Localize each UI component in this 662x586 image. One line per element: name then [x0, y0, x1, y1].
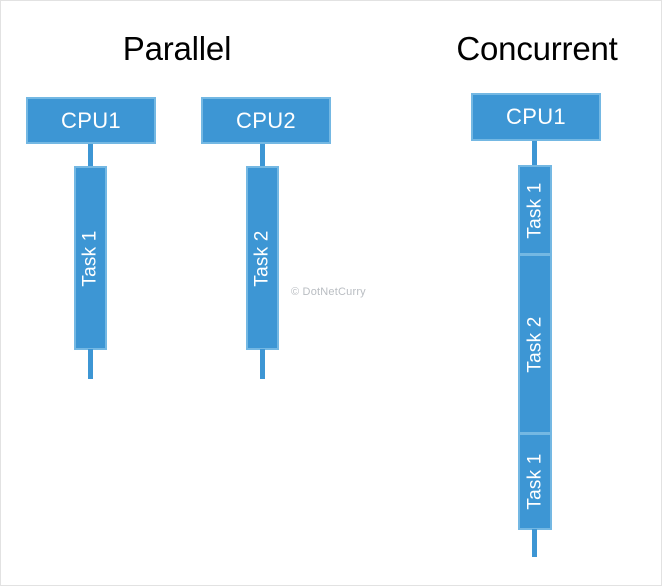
cpu-box-parallel-2: CPU2 [201, 97, 331, 144]
task-bar-concurrent-segment-3: Task 1 [518, 433, 552, 530]
task-label-parallel-1-task-1: Task 1 [80, 229, 101, 287]
task-bar-concurrent-segment-2: Task 2 [518, 254, 552, 434]
connector-parallel-1-bottom [88, 349, 93, 379]
cpu-label-parallel-1: CPU1 [61, 107, 121, 133]
task-label-concurrent-segment-1: Task 1 [524, 181, 546, 239]
connector-concurrent-top [532, 141, 537, 166]
cpu-box-parallel-1: CPU1 [26, 97, 156, 144]
connector-parallel-2-bottom [260, 349, 265, 379]
connector-parallel-2-top [260, 144, 265, 167]
task-label-parallel-2-task-2: Task 2 [252, 229, 273, 287]
connector-parallel-1-top [88, 144, 93, 167]
watermark: © DotNetCurry [291, 286, 366, 298]
section-title-concurrent: Concurrent [456, 30, 618, 67]
task-label-concurrent-segment-2: Task 2 [524, 315, 546, 373]
cpu-label-concurrent-1: CPU1 [506, 104, 566, 129]
connector-concurrent-bottom [532, 529, 537, 557]
cpu-box-concurrent-1: CPU1 [471, 93, 601, 141]
task-bar-parallel-2-task-2: Task 2 [246, 166, 279, 350]
task-bar-concurrent-segment-1: Task 1 [518, 165, 552, 255]
section-title-parallel: Parallel [122, 30, 232, 67]
task-label-concurrent-segment-3: Task 1 [524, 453, 546, 510]
task-bar-parallel-1-task-1: Task 1 [74, 166, 107, 350]
cpu-label-parallel-2: CPU2 [236, 107, 296, 133]
